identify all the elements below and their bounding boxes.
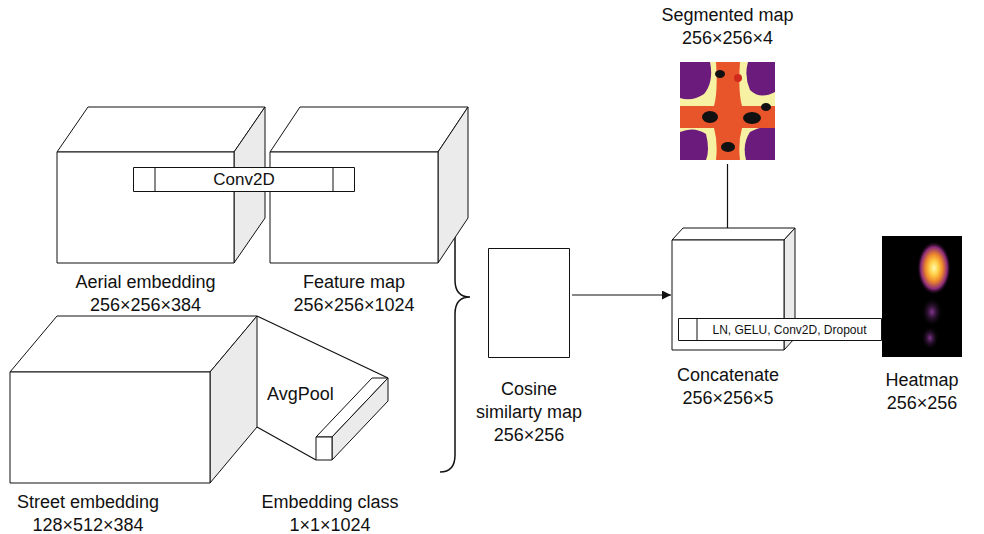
- cube-side: [438, 107, 468, 263]
- connector-line: [572, 294, 671, 295]
- cube-top: [57, 107, 265, 152]
- segmentation-image: [680, 62, 775, 160]
- node-caption: Cosine similarty map256×256: [467, 378, 591, 447]
- node-text: Heatmap: [885, 369, 958, 392]
- segmented-map: Segmented map256×256×4: [680, 62, 775, 160]
- bar-end: [697, 318, 698, 341]
- node-text: Feature map: [293, 271, 414, 294]
- node-text: Concatenate: [677, 364, 779, 387]
- bar-end: [333, 167, 334, 192]
- connector: [572, 295, 671, 296]
- cube-top: [270, 107, 468, 152]
- node-text: 1×1×1024: [261, 514, 398, 534]
- prism-front: [316, 437, 332, 460]
- cube-top: [672, 228, 795, 240]
- layer-bar: Conv2D: [133, 167, 355, 192]
- edge-label: AvgPool: [265, 383, 336, 405]
- tensor-cube: Street embedding128×512×384: [10, 316, 257, 483]
- similarity-map-shape: [488, 248, 570, 358]
- bar-end: [155, 167, 156, 192]
- cube-front: [10, 372, 210, 483]
- bar-outline: [679, 319, 882, 341]
- node-text: Cosine similarty map: [467, 378, 591, 424]
- node-text: 256×256×4: [661, 27, 793, 50]
- node-text: 256×256×1024: [293, 294, 414, 317]
- node-caption: Feature map256×256×1024: [293, 271, 414, 317]
- bar-outline: [134, 168, 355, 192]
- node-text: Embedding class: [261, 491, 398, 514]
- node-caption: Segmented map256×256×4: [661, 4, 793, 50]
- node-text: 256×256×384: [75, 294, 215, 317]
- segmented-map-shape: [680, 62, 775, 160]
- node-caption: Aerial embedding256×256×384: [75, 271, 215, 317]
- map-square: [489, 249, 570, 358]
- connector-line: [257, 427, 316, 460]
- heatmap-shape: [882, 236, 962, 357]
- tensor-cube-shape: [10, 316, 257, 483]
- prism-side: [332, 378, 388, 460]
- node-caption: Street embedding128×512×384: [17, 491, 159, 534]
- bar-text-holder: LN, GELU, Conv2D, Dropout: [697, 318, 882, 341]
- node-caption: Embedding class1×1×1024: [261, 491, 398, 534]
- similarity-map: Cosine similarty map256×256: [488, 248, 570, 358]
- node-caption: Heatmap256×256: [885, 369, 958, 415]
- node-text: LN, GELU, Conv2D, Dropout: [712, 322, 866, 338]
- heatmap-image: [882, 236, 962, 357]
- node-text: 256×256: [467, 424, 591, 447]
- node-text: Segmented map: [661, 4, 793, 27]
- node-caption: Concatenate256×256×5: [677, 364, 779, 410]
- cube-side: [210, 316, 257, 483]
- layer-bar: LN, GELU, Conv2D, Dropout: [678, 318, 882, 341]
- node-text: 256×256: [885, 392, 958, 415]
- heatmap: Heatmap256×256: [882, 236, 962, 357]
- node-text: 128×512×384: [17, 514, 159, 534]
- connector-line: [257, 316, 388, 378]
- node-text: Aerial embedding: [75, 271, 215, 294]
- connector: [257, 316, 388, 460]
- node-text: Conv2D: [213, 169, 274, 190]
- bar-text-holder: Conv2D: [155, 167, 333, 192]
- node-text: Street embedding: [17, 491, 159, 514]
- node-text: 256×256×5: [677, 387, 779, 410]
